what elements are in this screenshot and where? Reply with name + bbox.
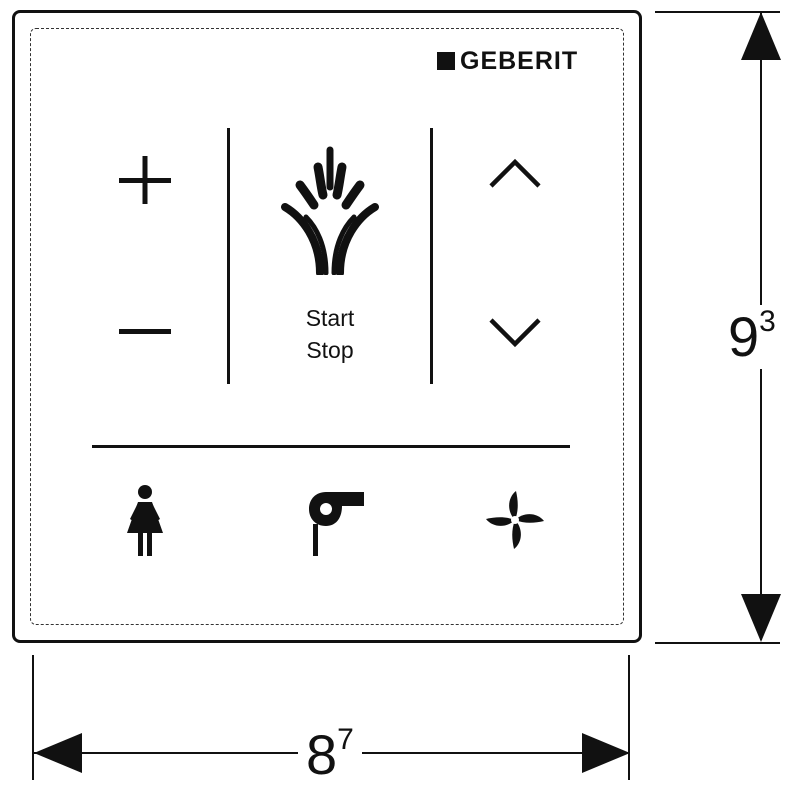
up-button[interactable] [485, 150, 545, 195]
height-extension-bottom [655, 642, 780, 644]
width-extension-right [628, 655, 630, 780]
minus-button[interactable] [115, 302, 175, 362]
width-extension-left [32, 655, 34, 780]
chevron-up-icon [489, 158, 541, 188]
divider-left [227, 128, 230, 384]
height-extension-top [655, 11, 780, 13]
down-button[interactable] [485, 310, 545, 355]
chevron-down-icon [489, 317, 541, 347]
height-value: 9 [728, 305, 760, 368]
lady-wash-button[interactable] [120, 480, 170, 560]
width-value: 8 [306, 723, 338, 786]
logo-square-mark [437, 52, 455, 70]
water-spray-icon [281, 146, 379, 275]
width-arrow-left-icon [34, 733, 82, 773]
height-arrow-bottom-icon [741, 594, 781, 642]
height-dimension-label: 93 [728, 305, 776, 369]
minus-icon [119, 329, 171, 334]
control-panel [12, 10, 642, 643]
width-arrow-right-icon [582, 733, 630, 773]
start-stop-button[interactable] [280, 140, 380, 280]
fan-icon [486, 491, 544, 549]
dryer-icon [309, 492, 364, 556]
plus-button[interactable] [115, 150, 175, 210]
panel-dashed-outline [30, 28, 624, 625]
width-value-sup: 7 [337, 723, 354, 756]
geberit-logo: GEBERIT [437, 46, 578, 76]
width-dimension-label: 87 [298, 725, 362, 783]
lady-wash-icon [127, 485, 163, 556]
divider-horizontal [92, 445, 570, 448]
height-arrow-top-icon [741, 12, 781, 60]
start-stop-label: Start Stop [270, 302, 390, 366]
start-label: Start [305, 305, 355, 331]
divider-right [430, 128, 433, 384]
height-value-sup: 3 [759, 305, 776, 338]
plus-icon [119, 156, 171, 204]
dryer-button[interactable] [300, 482, 370, 562]
stop-label: Stop [306, 337, 354, 363]
fan-button[interactable] [480, 485, 550, 555]
brand-name: GEBERIT [460, 46, 579, 75]
